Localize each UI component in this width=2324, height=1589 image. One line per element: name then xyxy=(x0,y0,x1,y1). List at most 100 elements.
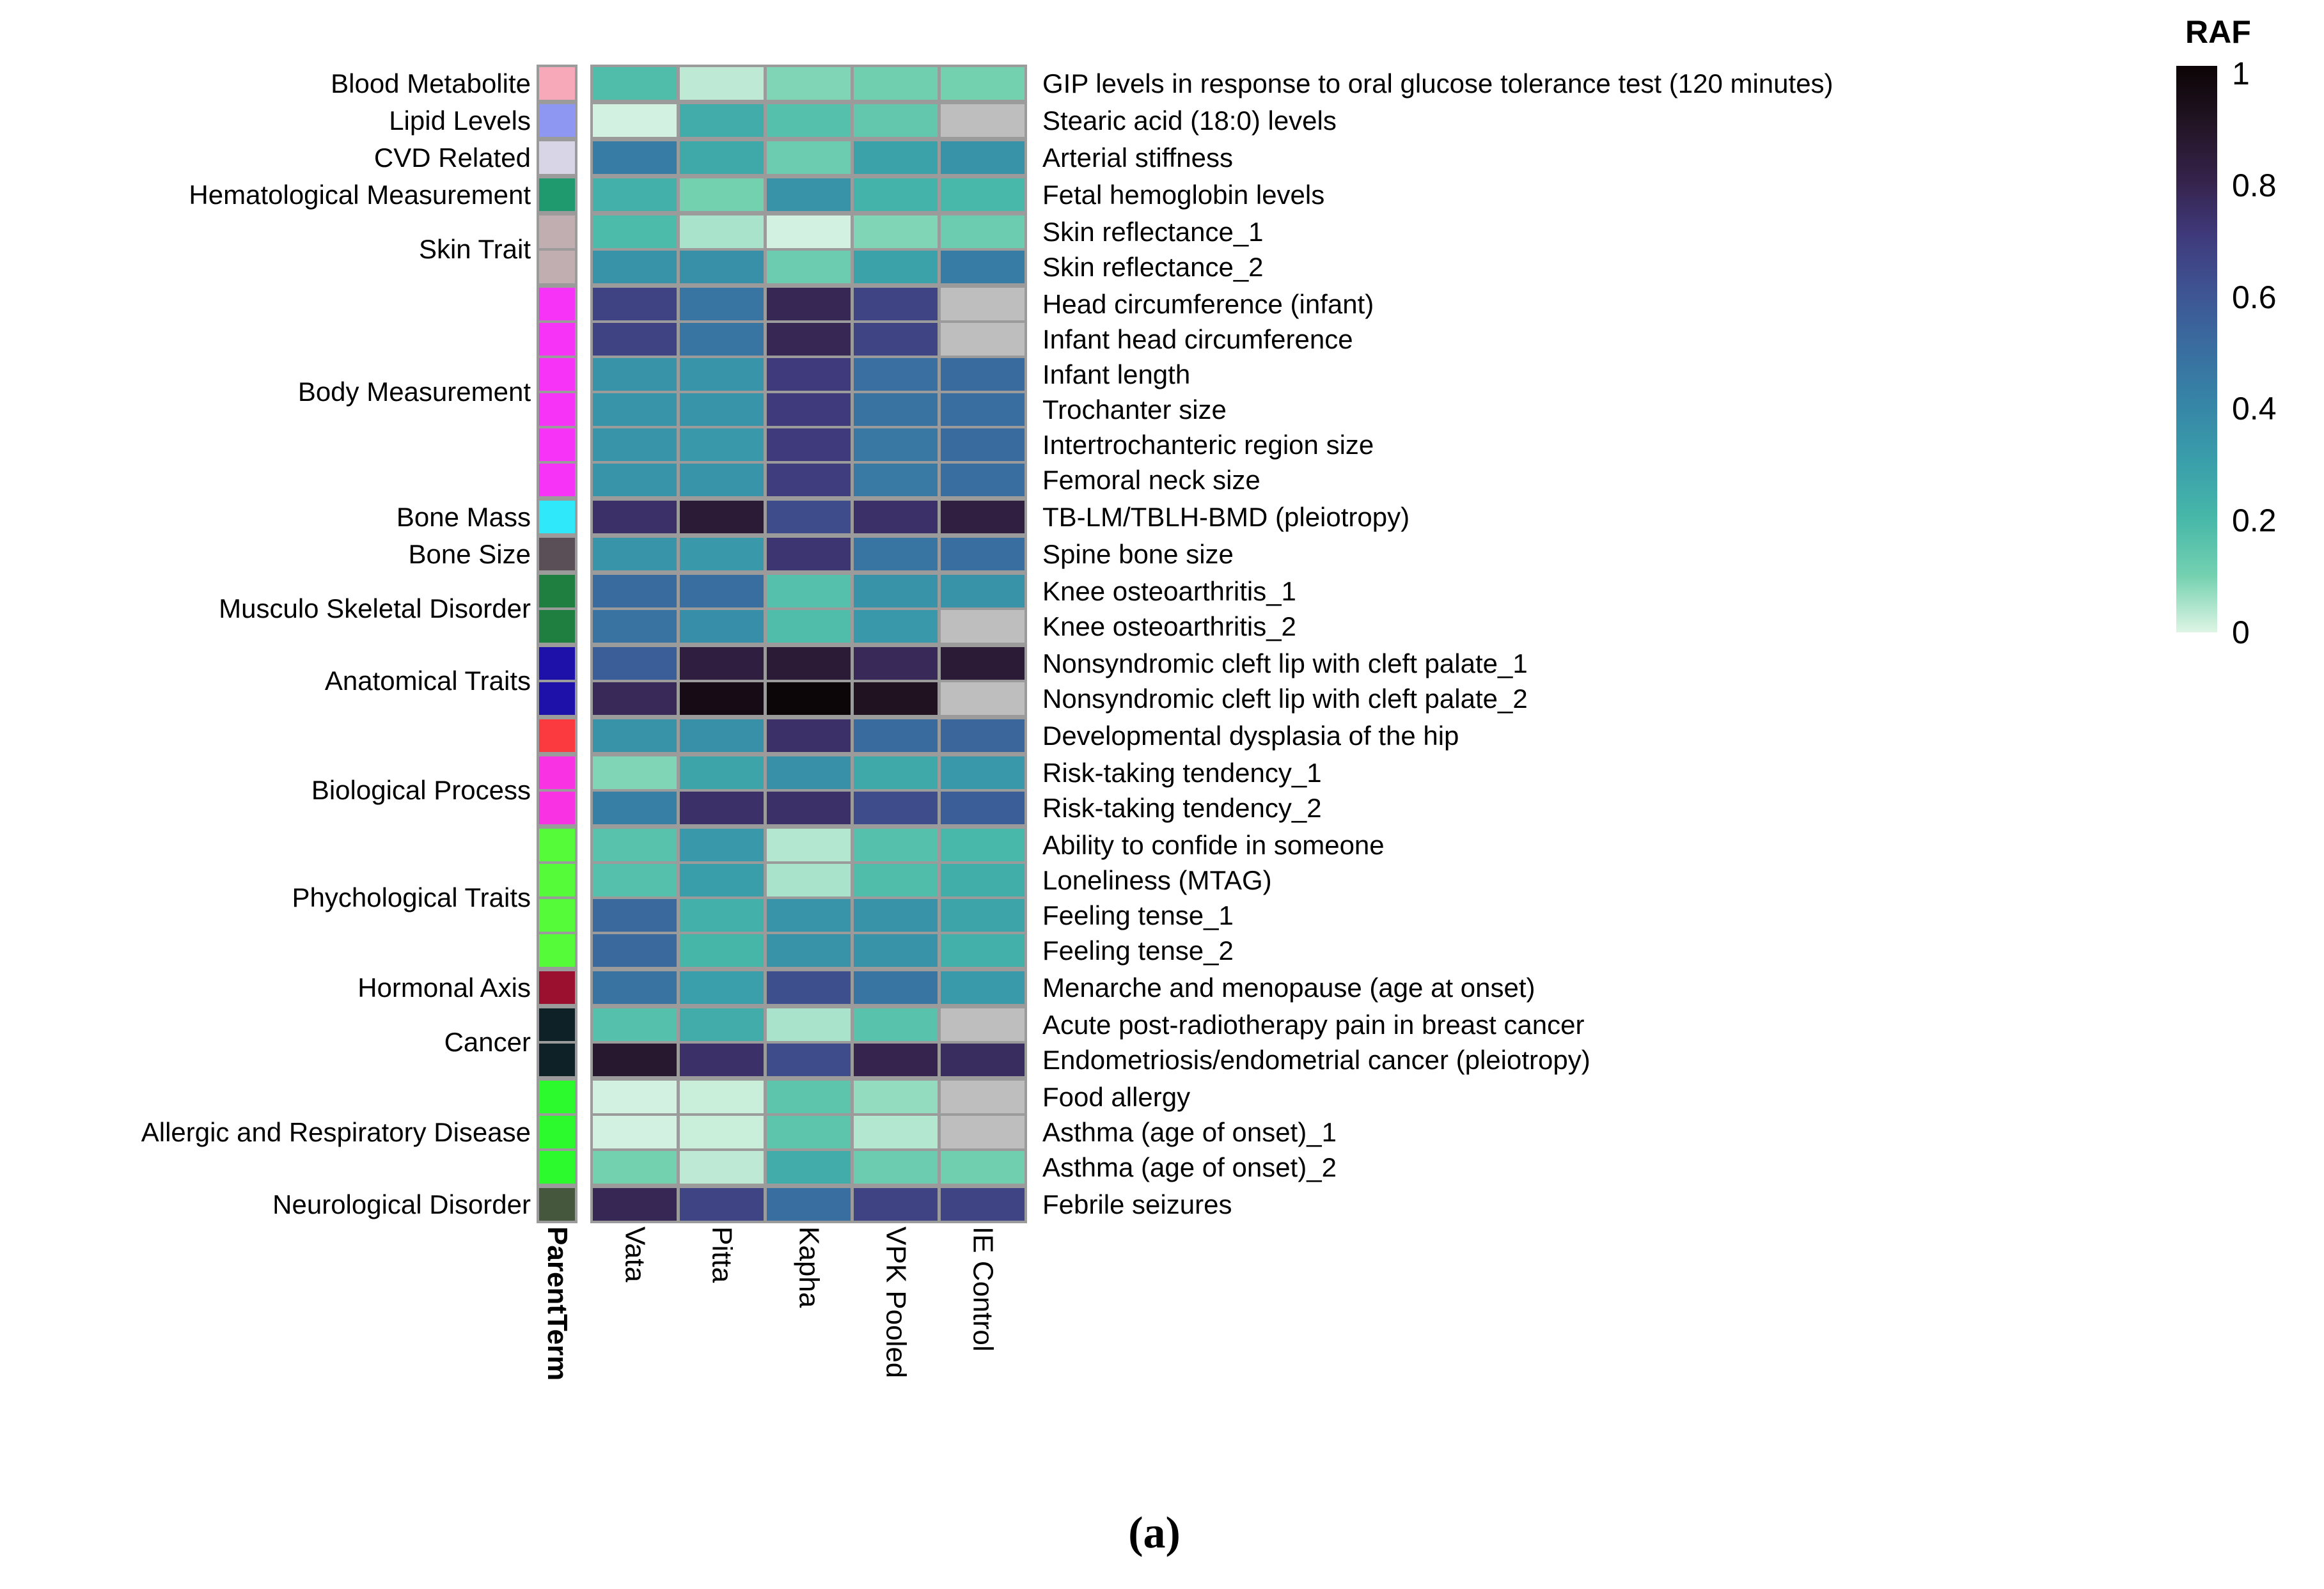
trait-label: Loneliness (MTAG) xyxy=(1042,865,1272,895)
heatmap-cell xyxy=(593,647,677,680)
heatmap-cell xyxy=(767,575,851,607)
heatmap-cell xyxy=(941,719,1025,752)
heatmap-cell-na xyxy=(941,104,1025,137)
heatmap-cell xyxy=(767,610,851,643)
heatmap-cell xyxy=(767,899,851,932)
heatmap-cell xyxy=(593,428,677,461)
heatmap-cell xyxy=(941,971,1025,1004)
heatmap-cell xyxy=(767,829,851,861)
column-label-ie-control: IE Control xyxy=(967,1226,999,1352)
heatmap-cell xyxy=(680,67,764,100)
heatmap-cell xyxy=(680,538,764,570)
heatmap-cell xyxy=(593,538,677,570)
heatmap-cell xyxy=(941,67,1025,100)
legend-colorbar xyxy=(2176,66,2217,632)
heatmap-cell xyxy=(680,1044,764,1076)
heatmap-cell xyxy=(767,215,851,248)
trait-label: Femoral neck size xyxy=(1042,464,1260,495)
heatmap-cell xyxy=(854,104,938,137)
heatmap-cell xyxy=(680,829,764,861)
parent-term-cell xyxy=(539,358,575,391)
heatmap-cell xyxy=(941,178,1025,211)
parent-group-label: Anatomical Traits xyxy=(324,666,531,696)
heatmap-cell xyxy=(767,104,851,137)
heatmap-cell xyxy=(767,141,851,174)
heatmap-cell xyxy=(593,141,677,174)
heatmap-cell xyxy=(767,647,851,680)
heatmap-cell xyxy=(854,67,938,100)
heatmap-cell xyxy=(680,899,764,932)
heatmap-cell-na xyxy=(941,1081,1025,1113)
heatmap-cell xyxy=(941,1188,1025,1221)
heatmap-cell xyxy=(854,393,938,426)
legend-tick-label: 0.6 xyxy=(2232,279,2277,315)
heatmap-cell xyxy=(593,67,677,100)
heatmap-cell xyxy=(767,288,851,320)
parent-group-label: Bone Size xyxy=(408,538,531,569)
parent-group-label: Allergic and Respiratory Disease xyxy=(141,1116,531,1147)
parent-group-label: Hematological Measurement xyxy=(189,179,531,210)
heatmap-cell xyxy=(854,428,938,461)
heatmap-cell xyxy=(854,934,938,967)
parent-term-cell xyxy=(539,538,575,570)
parent-term-cell xyxy=(539,756,575,789)
heatmap-cell xyxy=(680,323,764,356)
parent-term-cell xyxy=(539,899,575,932)
heatmap-cell xyxy=(680,104,764,137)
trait-label: Spine bone size xyxy=(1042,538,1234,569)
heatmap-cell xyxy=(854,501,938,533)
heatmap-cell xyxy=(941,141,1025,174)
heatmap-cell xyxy=(941,538,1025,570)
heatmap-cell xyxy=(593,934,677,967)
heatmap-cell xyxy=(767,538,851,570)
parent-group-label: Neurological Disorder xyxy=(272,1189,531,1219)
trait-label: Risk-taking tendency_1 xyxy=(1042,757,1322,788)
parent-term-cell xyxy=(539,792,575,824)
parent-group-label: Bone Mass xyxy=(396,501,531,532)
heatmap-cell xyxy=(854,1151,938,1184)
heatmap-cell xyxy=(854,1116,938,1148)
parent-term-cell xyxy=(539,864,575,896)
trait-label: Knee osteoarthritis_2 xyxy=(1042,611,1296,641)
heatmap-cell xyxy=(767,792,851,824)
legend-tick-label: 1 xyxy=(2232,56,2250,91)
parent-term-cell xyxy=(539,141,575,174)
heatmap-cell xyxy=(767,358,851,391)
parent-term-cell xyxy=(539,719,575,752)
heatmap-cell xyxy=(941,1151,1025,1184)
heatmap-cell xyxy=(854,756,938,789)
figure-caption: (a) xyxy=(1128,1508,1181,1558)
trait-label: Knee osteoarthritis_1 xyxy=(1042,575,1296,606)
trait-label: Endometriosis/endometrial cancer (pleiot… xyxy=(1042,1044,1590,1075)
parent-term-cell xyxy=(539,829,575,861)
parent-group-label: Skin Trait xyxy=(418,234,531,264)
heatmap-cell xyxy=(767,323,851,356)
trait-label: Trochanter size xyxy=(1042,394,1227,425)
heatmap-cell xyxy=(854,971,938,1004)
heatmap-cell xyxy=(593,251,677,283)
trait-label: Feeling tense_2 xyxy=(1042,935,1234,966)
heatmap-cell xyxy=(680,141,764,174)
parent-term-cell xyxy=(539,1116,575,1148)
parent-term-cell xyxy=(539,288,575,320)
parent-group-label: Blood Metabolite xyxy=(331,68,531,98)
heatmap-cell xyxy=(680,792,764,824)
heatmap-cell xyxy=(680,756,764,789)
trait-label: Ability to confide in someone xyxy=(1042,829,1385,860)
heatmap-cell xyxy=(680,971,764,1004)
legend-title: RAF xyxy=(2185,14,2251,50)
trait-label: Risk-taking tendency_2 xyxy=(1042,792,1322,823)
heatmap-cell-na xyxy=(941,682,1025,715)
trait-label: Acute post-radiotherapy pain in breast c… xyxy=(1042,1009,1585,1040)
heatmap-cell xyxy=(854,575,938,607)
heatmap-cell xyxy=(767,1008,851,1041)
heatmap-cell xyxy=(680,575,764,607)
heatmap-cell xyxy=(941,464,1025,496)
heatmap-cell-na xyxy=(941,323,1025,356)
parent-term-cell xyxy=(539,1188,575,1221)
heatmap-cell xyxy=(854,251,938,283)
heatmap-cell xyxy=(941,792,1025,824)
heatmap-cell xyxy=(680,1188,764,1221)
heatmap-cell xyxy=(941,251,1025,283)
trait-label: Feeling tense_1 xyxy=(1042,900,1234,930)
